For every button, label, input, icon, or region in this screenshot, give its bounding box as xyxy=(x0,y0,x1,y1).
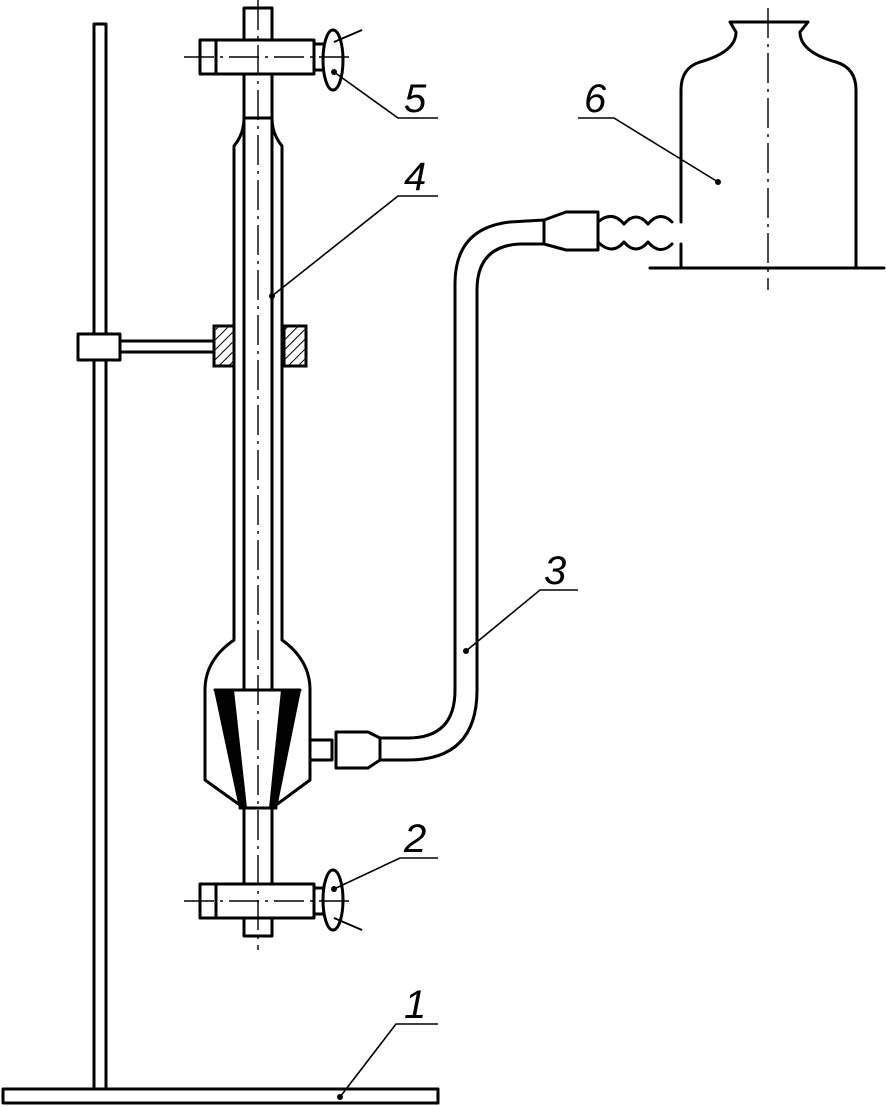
reservoir-bottle xyxy=(596,20,886,270)
leaders xyxy=(269,69,721,1100)
label-3: 3 xyxy=(544,549,566,593)
tube-lower-coupling xyxy=(334,730,382,770)
side-outlet xyxy=(308,738,334,762)
clamp-jaw-right xyxy=(282,324,308,368)
center-axes xyxy=(184,0,769,950)
label-4: 4 xyxy=(404,155,426,199)
stand-rod xyxy=(92,22,108,1091)
stand xyxy=(1,22,440,1105)
clamp-boss xyxy=(76,332,122,362)
clamp-arm xyxy=(118,339,218,354)
stopcock-top xyxy=(198,28,363,92)
tube-outer-wall xyxy=(374,242,546,762)
bottle-outlet-bottom xyxy=(596,240,674,251)
bottle-outline xyxy=(679,20,858,270)
stopcock-bottom xyxy=(198,868,363,932)
stand-base xyxy=(1,1087,440,1105)
label-2: 2 xyxy=(403,817,426,861)
bottle-outlet-top xyxy=(596,215,674,226)
label-6: 6 xyxy=(584,77,607,121)
connecting-tube xyxy=(334,210,600,770)
column xyxy=(203,6,334,938)
label-5: 5 xyxy=(404,77,427,121)
tube-inner-wall xyxy=(374,218,546,740)
tube-upper-coupling xyxy=(542,210,600,252)
stopcock-bottom-handle xyxy=(321,868,345,932)
label-1: 1 xyxy=(404,983,426,1027)
